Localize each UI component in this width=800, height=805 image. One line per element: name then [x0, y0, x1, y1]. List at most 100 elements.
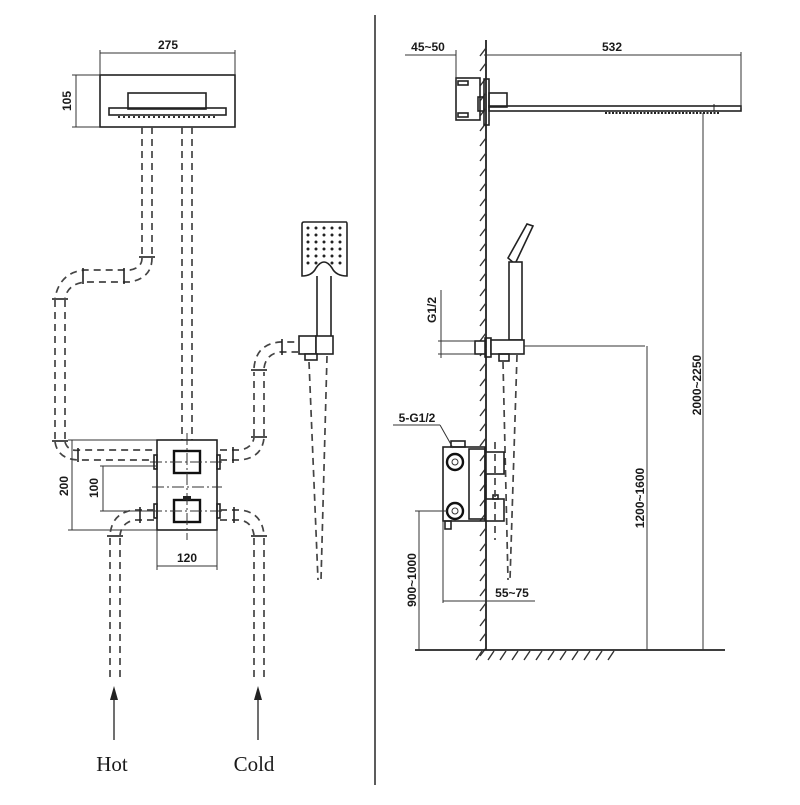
hatch-mark — [479, 317, 487, 327]
nozzle-dot — [338, 240, 342, 244]
hatch-mark — [479, 422, 487, 432]
nozzle-dot — [338, 233, 342, 237]
hatch-mark — [479, 47, 487, 57]
nozzle-dot — [322, 226, 326, 230]
hatch-mark — [475, 650, 483, 661]
dim-label-valve-box-width: 120 — [177, 551, 197, 565]
dim-label-valve-box-height: 200 — [57, 476, 71, 496]
hatch-mark — [511, 650, 519, 661]
hatch-mark — [479, 527, 487, 537]
shower-head-supply-pipe — [52, 127, 155, 442]
nozzle-dot — [322, 254, 326, 258]
floor-hatching — [475, 650, 615, 661]
hot-label: Hot — [96, 752, 128, 776]
hatch-mark — [479, 437, 487, 447]
nozzle-dot — [330, 261, 334, 265]
valve-outlet-pipe-left — [54, 441, 154, 462]
side-view: 45~50 532 2000~2250 G1/2 — [393, 40, 742, 661]
hatch-mark — [479, 107, 487, 117]
hatch-mark — [595, 650, 603, 661]
hatch-mark — [479, 392, 487, 402]
hatch-mark — [479, 632, 487, 642]
hot-inlet-pipe — [107, 507, 154, 678]
spray-nozzles — [306, 226, 342, 265]
dim-label-head-height: 2000~2250 — [690, 354, 704, 415]
hatch-mark — [479, 287, 487, 297]
rain-shower-arm-side — [455, 77, 742, 126]
nozzle-dot — [338, 254, 342, 258]
dimension-200: 200 — [57, 439, 157, 531]
dimension-55-75: 55~75 — [442, 521, 535, 603]
nozzle-dot — [330, 226, 334, 230]
nozzle-dot — [314, 247, 318, 251]
hatch-mark — [479, 227, 487, 237]
nozzle-dot — [338, 226, 342, 230]
nozzle-dot — [306, 240, 310, 244]
dimension-275: 275 — [99, 38, 236, 75]
dimension-arm: 45~50 532 — [405, 40, 742, 108]
nozzle-dot — [306, 233, 310, 237]
dimension-1200-1600: 1200~1600 — [633, 346, 648, 650]
hatch-mark — [571, 650, 579, 661]
hatch-mark — [479, 377, 487, 387]
front-view: 275 105 — [52, 38, 348, 776]
dimension-g12: G1/2 — [425, 290, 475, 358]
dimension-120: 120 — [156, 530, 218, 570]
hatch-mark — [479, 62, 487, 72]
dimension-5g12: 5-G1/2 — [393, 411, 454, 449]
thermostatic-valve-side — [442, 440, 505, 540]
nozzle-dot — [322, 247, 326, 251]
dim-label-outlet-thread: G1/2 — [425, 297, 439, 323]
dimension-900-1000: 900~1000 — [405, 510, 447, 650]
hatch-mark — [479, 167, 487, 177]
hatch-mark — [479, 332, 487, 342]
dim-label-valve-spacing: 100 — [87, 478, 101, 498]
hatch-mark — [479, 542, 487, 552]
hatch-mark — [547, 650, 555, 661]
dimension-100: 100 — [87, 465, 157, 512]
hatch-mark — [479, 137, 487, 147]
hatch-mark — [479, 572, 487, 582]
nozzle-dot — [330, 233, 334, 237]
hand-shower-supply-pipe — [220, 339, 298, 463]
hatch-mark — [479, 257, 487, 267]
hatch-mark — [479, 617, 487, 627]
dim-label-valve-depth: 55~75 — [495, 586, 529, 600]
hatch-mark — [479, 212, 487, 222]
dim-label-valve-height: 900~1000 — [405, 553, 419, 607]
hot-inlet-arrow — [110, 686, 118, 740]
nozzle-dot — [306, 247, 310, 251]
nozzle-dot — [306, 254, 310, 258]
hatch-mark — [583, 650, 591, 661]
nozzle-dot — [314, 240, 318, 244]
hatch-mark — [479, 362, 487, 372]
hatch-mark — [479, 197, 487, 207]
dim-label-outlet-height: 1200~1600 — [633, 467, 647, 528]
hand-shower-side — [474, 223, 645, 581]
hatch-mark — [523, 650, 531, 661]
nozzle-dot — [338, 247, 342, 251]
hatch-mark — [479, 182, 487, 192]
dim-label-width: 275 — [158, 38, 178, 52]
rain-shower-head-front — [99, 74, 236, 128]
nozzle-dot — [338, 261, 342, 265]
hatch-mark — [479, 602, 487, 612]
hatch-mark — [499, 650, 507, 661]
nozzle-dot — [330, 254, 334, 258]
cold-inlet-pipe — [220, 507, 267, 678]
cold-inlet-arrow — [254, 686, 262, 740]
hand-shower-front — [298, 221, 348, 581]
nozzle-dot — [314, 254, 318, 258]
nozzle-dot — [306, 261, 310, 265]
thermostatic-valve-front — [150, 433, 224, 540]
dim-label-height: 105 — [60, 91, 74, 111]
hatch-mark — [487, 650, 495, 661]
cold-label: Cold — [234, 752, 275, 776]
nozzle-dot — [306, 226, 310, 230]
hatch-mark — [479, 587, 487, 597]
hatch-mark — [479, 152, 487, 162]
dim-label-inlet-thread: 5-G1/2 — [399, 411, 436, 425]
dimension-105: 105 — [60, 74, 100, 128]
hatch-mark — [479, 242, 487, 252]
